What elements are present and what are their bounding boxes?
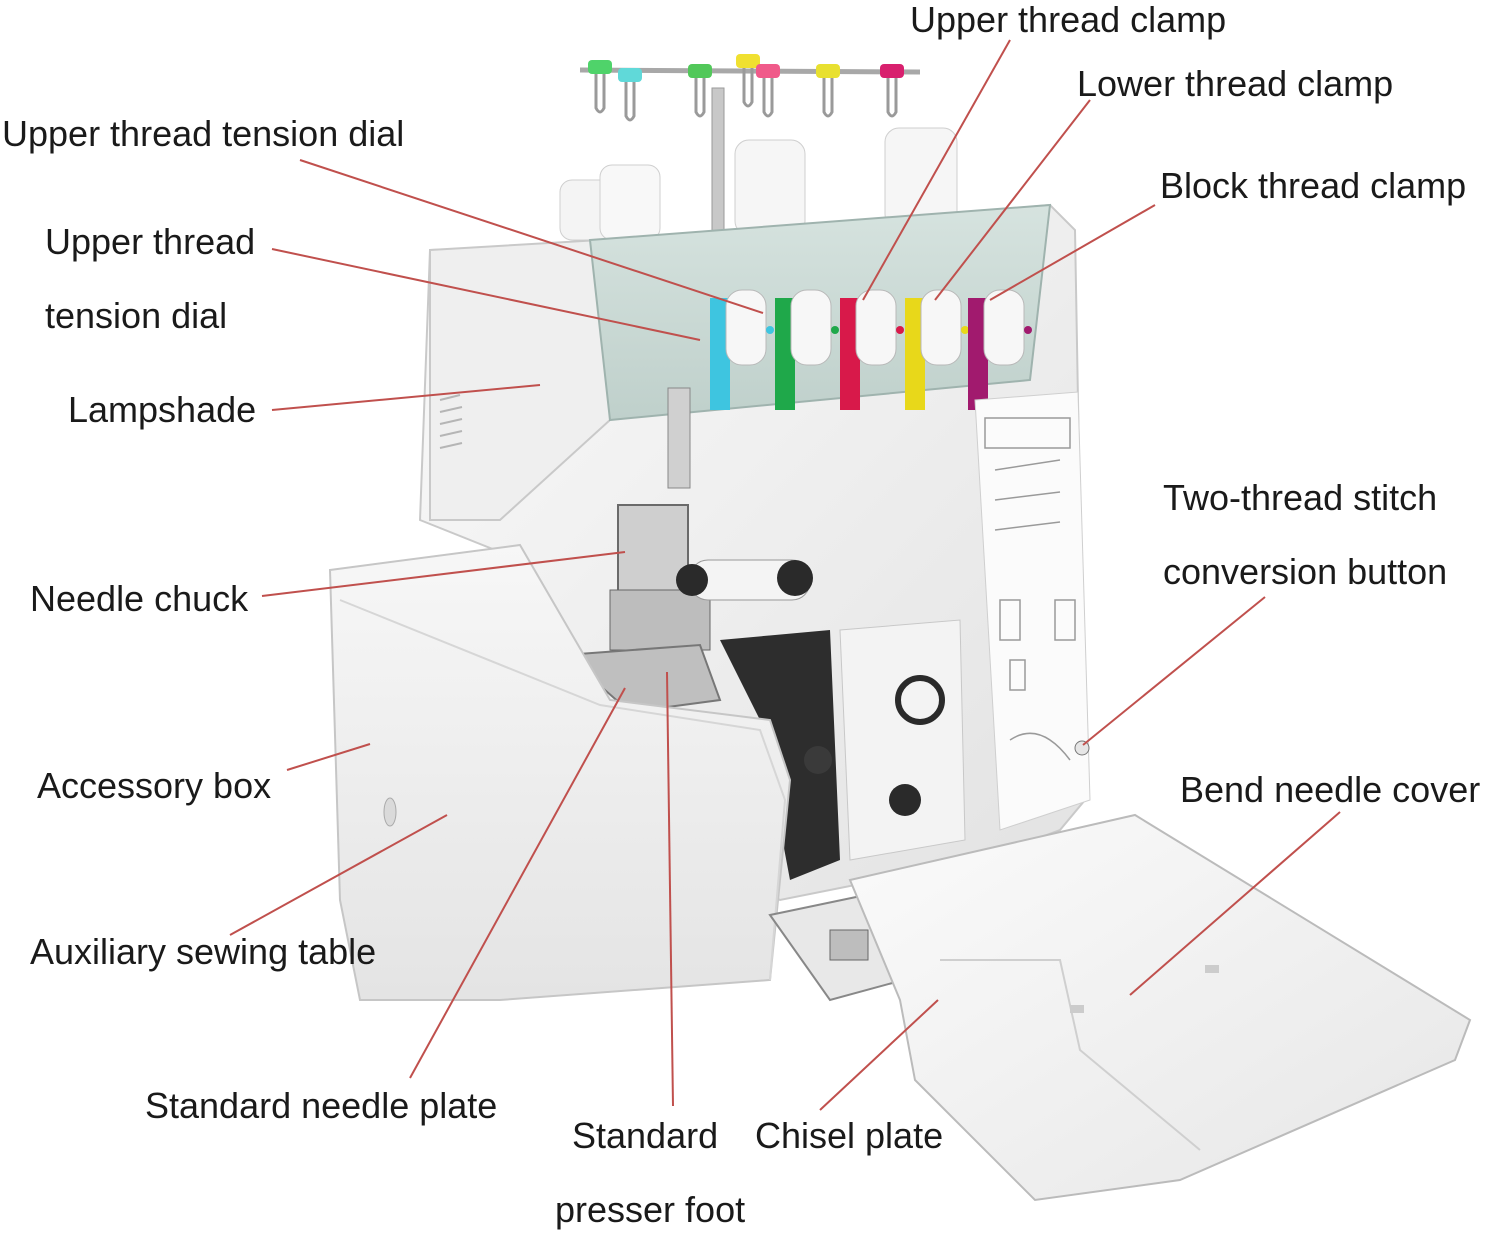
leader-lampshade xyxy=(271,384,541,411)
threading-guide-panel xyxy=(974,391,1091,831)
tension-dial-1[interactable] xyxy=(710,289,774,410)
tension-dial-5[interactable] xyxy=(968,289,1032,410)
thread-spool-holder xyxy=(880,64,904,118)
label-standard-presser-foot: Standard presser foot xyxy=(555,1116,745,1230)
label-two-thread-stitch-conversion-button: Two-thread stitch conversion button xyxy=(1163,478,1447,592)
leader-upper-thread-tension-dial-2 xyxy=(271,248,701,341)
label-block-thread-clamp: Block thread clamp xyxy=(1160,165,1467,206)
thread-cones xyxy=(559,127,958,241)
leader-two-thread-conversion xyxy=(1082,596,1266,746)
leader-lines xyxy=(229,39,1341,1111)
thread-spool-holder xyxy=(688,64,712,118)
label-standard-needle-plate: Standard needle plate xyxy=(145,1085,498,1126)
leader-needle-chuck xyxy=(261,551,626,597)
leader-standard-needle-plate xyxy=(409,687,626,1079)
thread-stand xyxy=(579,54,921,239)
label-two-thread-line1: Two-thread stitch xyxy=(1163,477,1438,518)
label-lampshade: Lampshade xyxy=(68,389,257,430)
leader-auxiliary-sewing-table xyxy=(229,814,448,936)
label-needle-chuck: Needle chuck xyxy=(30,578,249,619)
tension-dial-3[interactable] xyxy=(840,289,904,410)
two-thread-conversion-button[interactable] xyxy=(1074,740,1090,756)
label-upper-thread-clamp: Upper thread clamp xyxy=(910,0,1227,40)
label-upper-thread-tension-dial-2-line2: tension dial xyxy=(45,295,228,336)
thread-spool-holder xyxy=(618,68,642,122)
standard-needle-plate xyxy=(562,643,722,714)
leader-upper-thread-clamp xyxy=(862,39,1011,301)
label-upper-thread-tension-dial-2: Upper thread tension dial xyxy=(45,222,255,336)
label-lower-thread-clamp: Lower thread clamp xyxy=(1077,63,1394,104)
label-standard-presser-line2: presser foot xyxy=(555,1189,746,1230)
lamp-vents xyxy=(439,394,463,449)
needle-assembly xyxy=(609,387,813,651)
label-upper-thread-tension-dial-1: Upper thread tension dial xyxy=(2,113,405,154)
thread-spool-holder xyxy=(756,64,780,118)
leader-upper-thread-tension-dial-1 xyxy=(299,159,764,314)
label-auxiliary-sewing-table: Auxiliary sewing table xyxy=(30,931,377,972)
leader-block-thread-clamp xyxy=(989,204,1156,301)
label-accessory-box: Accessory box xyxy=(37,765,272,806)
tension-panel xyxy=(588,203,1052,422)
tension-dial-2[interactable] xyxy=(775,289,839,410)
leader-bend-needle-cover xyxy=(1129,811,1341,996)
label-upper-thread-tension-dial-2-line1: Upper thread xyxy=(45,221,256,262)
bend-needle-cover[interactable] xyxy=(848,813,1472,1202)
lampshade-housing xyxy=(429,238,612,521)
leader-chisel-plate xyxy=(819,999,939,1111)
thread-spool-holder xyxy=(816,64,840,118)
tension-dial-4[interactable] xyxy=(905,289,969,410)
thread-spool-holder xyxy=(736,54,760,108)
thread-spool-holder xyxy=(588,60,612,114)
accessory-box xyxy=(328,543,792,1001)
leader-standard-presser-foot xyxy=(666,671,674,1107)
label-bend-needle-cover: Bend needle cover xyxy=(1180,769,1481,810)
leader-accessory-box xyxy=(286,743,371,771)
leader-lower-thread-clamp xyxy=(934,99,1091,301)
label-standard-presser-line1: Standard xyxy=(572,1115,719,1156)
label-two-thread-line2: conversion button xyxy=(1163,551,1448,592)
label-chisel-plate: Chisel plate xyxy=(755,1115,944,1156)
